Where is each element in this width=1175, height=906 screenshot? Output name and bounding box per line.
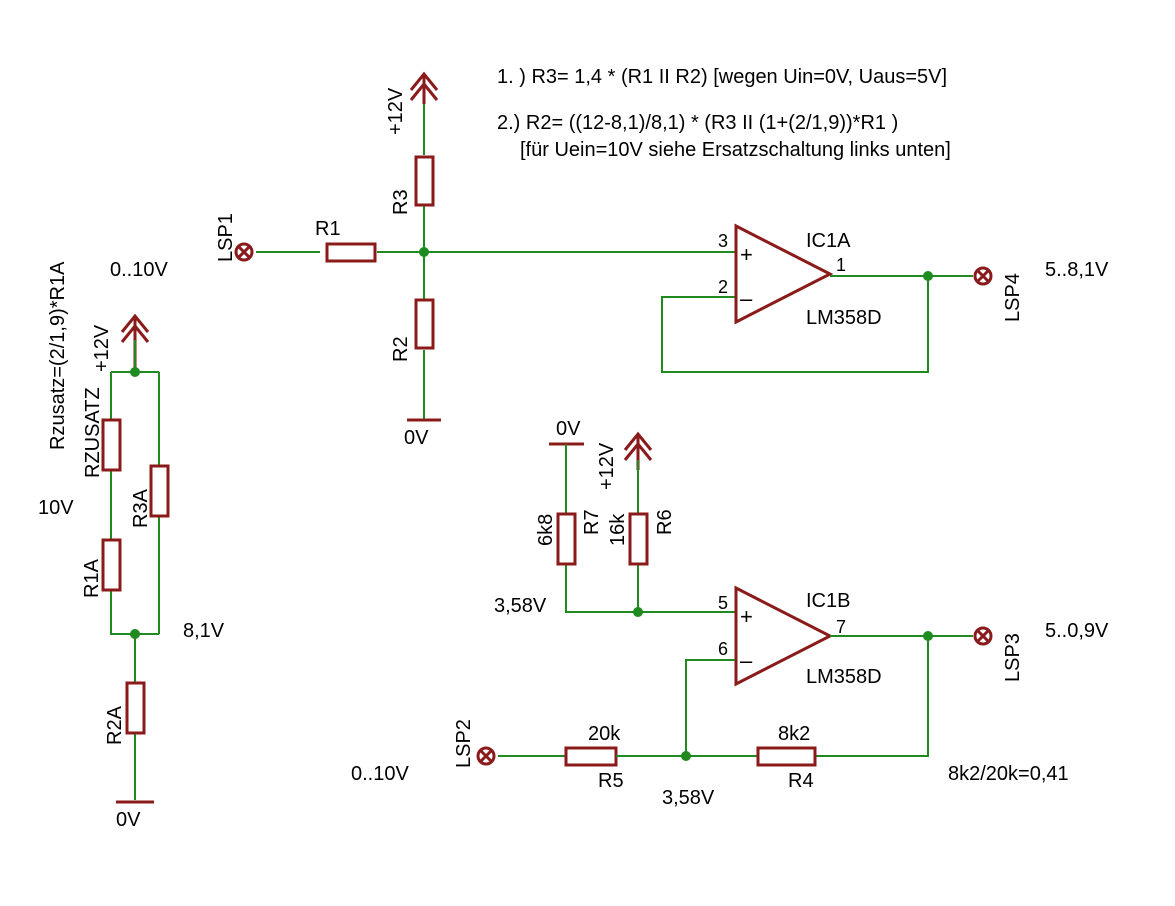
ic1b-label: IC1B bbox=[806, 590, 850, 612]
left-10v-label: 10V bbox=[38, 497, 74, 519]
lsp3-label: LSP3 bbox=[1002, 633, 1024, 682]
ic1b-opamp[interactable] bbox=[734, 585, 834, 687]
junction-left-bottom bbox=[130, 629, 140, 639]
ic1a-opamp[interactable] bbox=[734, 223, 834, 325]
r2a-label: R2A bbox=[104, 705, 126, 745]
r1-resistor[interactable] bbox=[325, 242, 377, 263]
ic1b-plus-sign: + bbox=[740, 604, 753, 629]
r1a-label: R1A bbox=[81, 558, 103, 598]
ic1a-type: LM358D bbox=[806, 307, 882, 329]
r7-label: R7 bbox=[581, 509, 603, 535]
r2-label: R2 bbox=[390, 336, 412, 362]
r5-resistor[interactable] bbox=[564, 746, 618, 767]
note-line-3: [für Uein=10V siehe Ersatzschaltung link… bbox=[520, 139, 951, 161]
junction-ref bbox=[633, 607, 643, 617]
ic1a-pin1: 1 bbox=[836, 255, 846, 275]
wire-r7-pin5 bbox=[565, 564, 735, 613]
r4-value: 8k2 bbox=[778, 723, 810, 745]
r1a-resistor[interactable] bbox=[101, 538, 122, 592]
r7-value: 6k8 bbox=[535, 514, 557, 546]
rzusatz-formula: Rzusatz=(2/1,9)*R1A bbox=[47, 261, 69, 450]
ic1a-minus-sign: – bbox=[740, 286, 753, 311]
r3a-resistor[interactable] bbox=[149, 464, 170, 518]
lsp2-range: 0..10V bbox=[351, 763, 409, 785]
junction-node-top bbox=[419, 247, 429, 257]
ic1a-pin2: 2 bbox=[718, 277, 728, 297]
r2a-resistor[interactable] bbox=[125, 681, 146, 735]
r4-label: R4 bbox=[788, 770, 814, 792]
ic1b-type: LM358D bbox=[806, 666, 882, 688]
wire-pin6-node bbox=[685, 659, 735, 756]
junction-left-top bbox=[130, 367, 140, 377]
lsp1-label: LSP1 bbox=[215, 213, 237, 262]
rzusatz-label: RZUSATZ bbox=[82, 387, 104, 478]
ic1a-plus-sign: + bbox=[740, 242, 753, 267]
lsp4-label: LSP4 bbox=[1002, 273, 1024, 322]
r5-label: R5 bbox=[598, 770, 624, 792]
lsp2-label: LSP2 bbox=[453, 719, 475, 768]
r5-value: 20k bbox=[588, 723, 621, 745]
r3-label: R3 bbox=[390, 189, 412, 215]
wire-r1a-bottom bbox=[110, 590, 159, 635]
r7-resistor[interactable] bbox=[556, 512, 577, 566]
rzusatz-resistor[interactable] bbox=[101, 418, 122, 472]
ref-voltage-label: 3,58V bbox=[494, 595, 547, 617]
lsp1-range: 0..10V bbox=[110, 259, 168, 281]
lsp2-terminal[interactable] bbox=[476, 746, 496, 766]
inverting-node-voltage: 3,58V bbox=[662, 787, 715, 809]
r3a-label: R3A bbox=[130, 488, 152, 528]
supply-label-top: +12V bbox=[385, 87, 407, 135]
ic1a-pin3: 3 bbox=[718, 231, 728, 251]
ground-label-top: 0V bbox=[404, 427, 429, 449]
supply-label-bottom: +12V bbox=[596, 442, 618, 490]
ic1b-pin7: 7 bbox=[836, 617, 846, 637]
r2-resistor[interactable] bbox=[414, 298, 435, 350]
ground-label-bottom: 0V bbox=[556, 418, 581, 440]
r6-resistor[interactable] bbox=[628, 512, 649, 566]
lsp3-terminal[interactable] bbox=[973, 626, 993, 646]
junction-inverting bbox=[681, 751, 691, 761]
ic1a-label: IC1A bbox=[806, 230, 851, 252]
wire-feedback-1a bbox=[661, 276, 929, 373]
r6-label: R6 bbox=[654, 509, 676, 535]
note-line-2: 2.) R2= ((12-8,1)/8,1) * (R3 II (1+(2/1,… bbox=[497, 112, 898, 134]
lsp1-terminal[interactable] bbox=[234, 242, 254, 262]
ground-label-left: 0V bbox=[116, 809, 141, 831]
lsp4-terminal[interactable] bbox=[973, 266, 993, 286]
left-81v-label: 8,1V bbox=[183, 620, 225, 642]
junction-out-top bbox=[923, 271, 933, 281]
r3-resistor[interactable] bbox=[414, 155, 435, 207]
wire-feedback-1b bbox=[815, 636, 929, 757]
ic1b-minus-sign: – bbox=[740, 648, 753, 673]
r4-resistor[interactable] bbox=[756, 746, 817, 767]
r1-label: R1 bbox=[315, 218, 341, 240]
gain-ratio-label: 8k2/20k=0,41 bbox=[948, 763, 1069, 785]
lsp3-range: 5..0,9V bbox=[1045, 620, 1109, 642]
supply-label-left: +12V bbox=[91, 324, 113, 372]
ic1b-pin5: 5 bbox=[718, 593, 728, 613]
note-line-1: 1. ) R3= 1,4 * (R1 II R2) [wegen Uin=0V,… bbox=[497, 66, 947, 88]
r6-value: 16k bbox=[607, 513, 629, 546]
lsp4-range: 5..8,1V bbox=[1045, 259, 1109, 281]
supply-arrow-icon bbox=[409, 71, 439, 104]
ic1b-pin6: 6 bbox=[718, 639, 728, 659]
